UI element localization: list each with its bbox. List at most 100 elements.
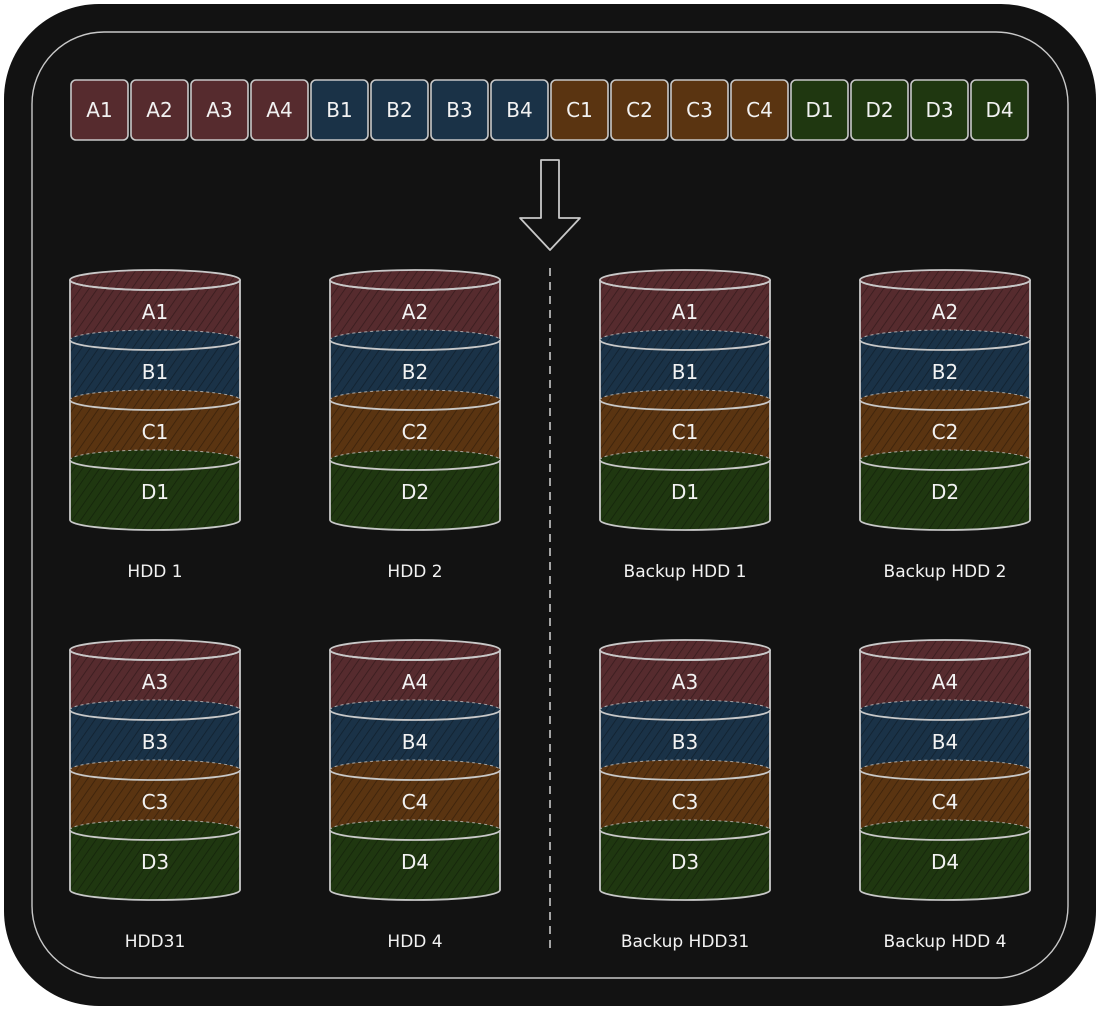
- down-arrow-icon: [519, 159, 581, 251]
- stripe-block-label: B4: [506, 98, 532, 122]
- disk-segment-label: C1: [672, 420, 699, 444]
- disk-segment-c2: C2: [859, 389, 1031, 470]
- disk-segment-c3: C3: [599, 759, 771, 840]
- disk-segment-d4: D4: [329, 819, 501, 900]
- disk-segment-label: B1: [672, 360, 698, 384]
- stripe-block-label: A2: [146, 98, 172, 122]
- disk-segment-label: C4: [932, 790, 959, 814]
- disk-name-label: HDD31: [125, 932, 186, 952]
- disk-segment-label: B4: [932, 730, 958, 754]
- stripe-block-label: A3: [206, 98, 232, 122]
- disk-segment-a1: A1: [599, 269, 771, 350]
- disk-name-label: Backup HDD 4: [884, 932, 1007, 952]
- data-stripe-row: A1 A2 A3 A4 B1 B2 B3 B4 C1 C2 C3 C4 D1 D2 D3 D4: [70, 79, 1029, 141]
- disk-segment-label: C4: [402, 790, 429, 814]
- disk-segment-a1: A1: [69, 269, 241, 350]
- disk-segment-d3: D3: [69, 819, 241, 900]
- disk-name-label: Backup HDD31: [621, 932, 749, 952]
- disk-segment-label: D4: [931, 850, 959, 874]
- disk-segment-b1: B1: [599, 329, 771, 410]
- disk-segment-b4: B4: [859, 699, 1031, 780]
- disk-segment-a3: A3: [599, 639, 771, 720]
- stripe-block-c4: C4: [730, 79, 789, 141]
- stripe-block-a4: A4: [250, 79, 309, 141]
- disk-name-label: Backup HDD 1: [624, 562, 747, 582]
- disk-segment-b3: B3: [69, 699, 241, 780]
- stripe-block-label: D1: [805, 98, 833, 122]
- stripe-block-b2: B2: [370, 79, 429, 141]
- diagram-background: [4, 4, 1096, 1006]
- disk-segment-label: D4: [401, 850, 429, 874]
- disk-segment-d4: D4: [859, 819, 1031, 900]
- disk-segment-label: C2: [932, 420, 959, 444]
- disk-segment-label: A4: [402, 670, 428, 694]
- disk-segment-label: B4: [402, 730, 428, 754]
- stripe-block-label: C2: [626, 98, 653, 122]
- disk-segment-c3: C3: [69, 759, 241, 840]
- stripe-block-c1: C1: [550, 79, 609, 141]
- disk-segment-label: A3: [672, 670, 698, 694]
- disk-segment-c1: C1: [69, 389, 241, 470]
- disk-segment-c4: C4: [329, 759, 501, 840]
- disk-segment-label: D2: [401, 480, 429, 504]
- stripe-block-label: A4: [266, 98, 292, 122]
- disk-segment-label: A4: [932, 670, 958, 694]
- disk-segment-label: B3: [142, 730, 168, 754]
- disk-segment-b2: B2: [859, 329, 1031, 410]
- stripe-block-label: D3: [925, 98, 953, 122]
- disk-segment-c1: C1: [599, 389, 771, 470]
- disk-segment-d2: D2: [329, 449, 501, 530]
- disk-segment-label: A1: [672, 300, 698, 324]
- stripe-block-label: B2: [386, 98, 412, 122]
- stripe-block-c3: C3: [670, 79, 729, 141]
- stripe-block-label: B1: [326, 98, 352, 122]
- disk-segment-c2: C2: [329, 389, 501, 470]
- disk-segment-label: B2: [932, 360, 958, 384]
- stripe-block-b1: B1: [310, 79, 369, 141]
- disk-segment-label: D1: [671, 480, 699, 504]
- disk-segment-a3: A3: [69, 639, 241, 720]
- stripe-block-a3: A3: [190, 79, 249, 141]
- stripe-block-label: D2: [865, 98, 893, 122]
- disk-segment-label: A3: [142, 670, 168, 694]
- disk-segment-b3: B3: [599, 699, 771, 780]
- disk-segment-label: D3: [671, 850, 699, 874]
- disk-segment-d1: D1: [599, 449, 771, 530]
- disk-name-label: HDD 1: [127, 562, 182, 582]
- disk-segment-label: C3: [142, 790, 169, 814]
- disk-segment-label: B1: [142, 360, 168, 384]
- disk-segment-label: D1: [141, 480, 169, 504]
- stripe-block-a1: A1: [70, 79, 129, 141]
- disk-segment-d1: D1: [69, 449, 241, 530]
- disk-segment-b1: B1: [69, 329, 241, 410]
- disk-segment-label: B3: [672, 730, 698, 754]
- stripe-block-d3: D3: [910, 79, 969, 141]
- stripe-block-label: C1: [566, 98, 593, 122]
- disk-segment-label: D3: [141, 850, 169, 874]
- disk-segment-label: C3: [672, 790, 699, 814]
- stripe-block-a2: A2: [130, 79, 189, 141]
- disk-segment-label: B2: [402, 360, 428, 384]
- stripe-block-label: C4: [746, 98, 773, 122]
- disk-segment-label: C2: [402, 420, 429, 444]
- disk-name-label: HDD 2: [387, 562, 442, 582]
- disk-segment-b2: B2: [329, 329, 501, 410]
- stripe-block-b3: B3: [430, 79, 489, 141]
- disk-segment-a2: A2: [329, 269, 501, 350]
- disk-segment-a4: A4: [329, 639, 501, 720]
- disk-segment-d2: D2: [859, 449, 1031, 530]
- stripe-block-label: A1: [86, 98, 112, 122]
- disk-segment-label: A2: [402, 300, 428, 324]
- stripe-block-label: D4: [985, 98, 1013, 122]
- stripe-block-d1: D1: [790, 79, 849, 141]
- stripe-block-d4: D4: [970, 79, 1029, 141]
- disk-name-label: HDD 4: [387, 932, 442, 952]
